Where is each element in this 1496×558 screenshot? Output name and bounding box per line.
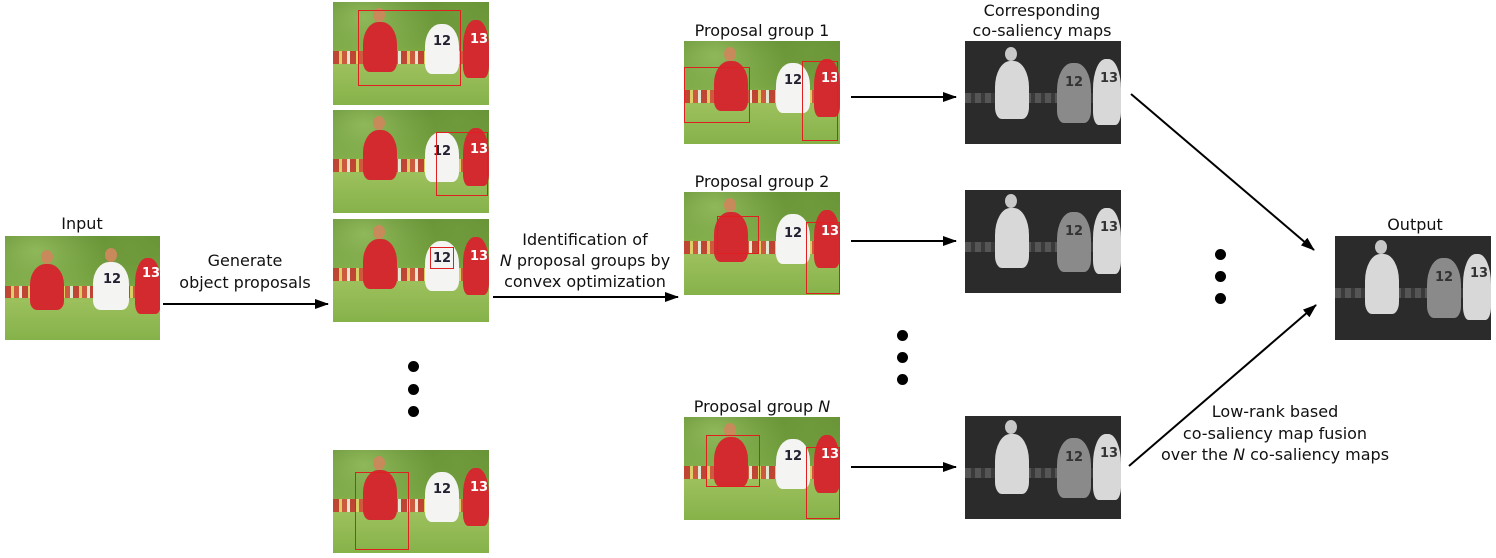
input-label: Input xyxy=(61,214,103,233)
proposal-box xyxy=(684,67,750,123)
identification-label-line2: N proposal groups by xyxy=(499,251,671,270)
fusion-label-line2: co-saliency map fusion xyxy=(1182,424,1368,443)
ellipsis-dot xyxy=(408,384,419,395)
generate-label-line1: Generate xyxy=(207,251,283,270)
proposal-group-n-label: Proposal group N xyxy=(693,397,831,416)
proposal-group-1-label: Proposal group 1 xyxy=(694,21,830,40)
proposal-box xyxy=(430,247,454,269)
ellipsis-dot xyxy=(897,374,908,385)
cosaliency-map-n: 12 13 xyxy=(965,416,1121,519)
proposal-box xyxy=(358,10,461,86)
cosaliency-label-line1: Corresponding xyxy=(983,1,1101,20)
cosaliency-map-2: 12 13 xyxy=(965,190,1121,293)
ellipsis-dot xyxy=(1215,293,1226,304)
proposal-group-2-image: 12 13 xyxy=(684,192,840,295)
proposal-box xyxy=(706,435,760,487)
identification-label-line1: Identification of xyxy=(522,230,648,249)
cosaliency-map-1: 12 13 xyxy=(965,41,1121,144)
proposal-image-2: 12 13 xyxy=(333,110,489,213)
ellipsis-dot xyxy=(897,352,908,363)
proposal-group-2-label: Proposal group 2 xyxy=(694,172,830,191)
ellipsis-dot xyxy=(408,406,419,417)
generate-label-line2: object proposals xyxy=(179,273,311,292)
output-label: Output xyxy=(1387,215,1443,234)
proposal-image-1: 12 13 xyxy=(333,2,489,105)
ellipsis-dot xyxy=(1215,271,1226,282)
proposal-image-3: 12 13 xyxy=(333,219,489,322)
arrow-map1-to-output xyxy=(1130,93,1315,251)
ellipsis-dot xyxy=(408,361,419,372)
proposal-box xyxy=(717,216,759,254)
proposal-group-n-image: 12 13 xyxy=(684,417,840,520)
proposal-box xyxy=(355,472,409,550)
cosaliency-label-line2: co-saliency maps xyxy=(972,21,1112,40)
ellipsis-dot xyxy=(897,330,908,341)
fusion-label-line3: over the N co-saliency maps xyxy=(1160,445,1390,464)
proposal-box xyxy=(806,447,840,519)
input-image: 12 13 xyxy=(5,236,160,340)
proposal-box xyxy=(436,132,488,196)
arrow-mapN-to-output xyxy=(1128,304,1317,467)
proposal-group-1-image: 12 13 xyxy=(684,41,840,144)
identification-label-line3: convex optimization xyxy=(504,272,666,291)
proposal-image-last: 12 13 xyxy=(333,450,489,553)
proposal-box xyxy=(806,222,840,294)
ellipsis-dot xyxy=(1215,249,1226,260)
proposal-box xyxy=(802,61,838,141)
output-image: 12 13 xyxy=(1335,236,1491,340)
fusion-label-line1: Low-rank based xyxy=(1211,402,1339,421)
